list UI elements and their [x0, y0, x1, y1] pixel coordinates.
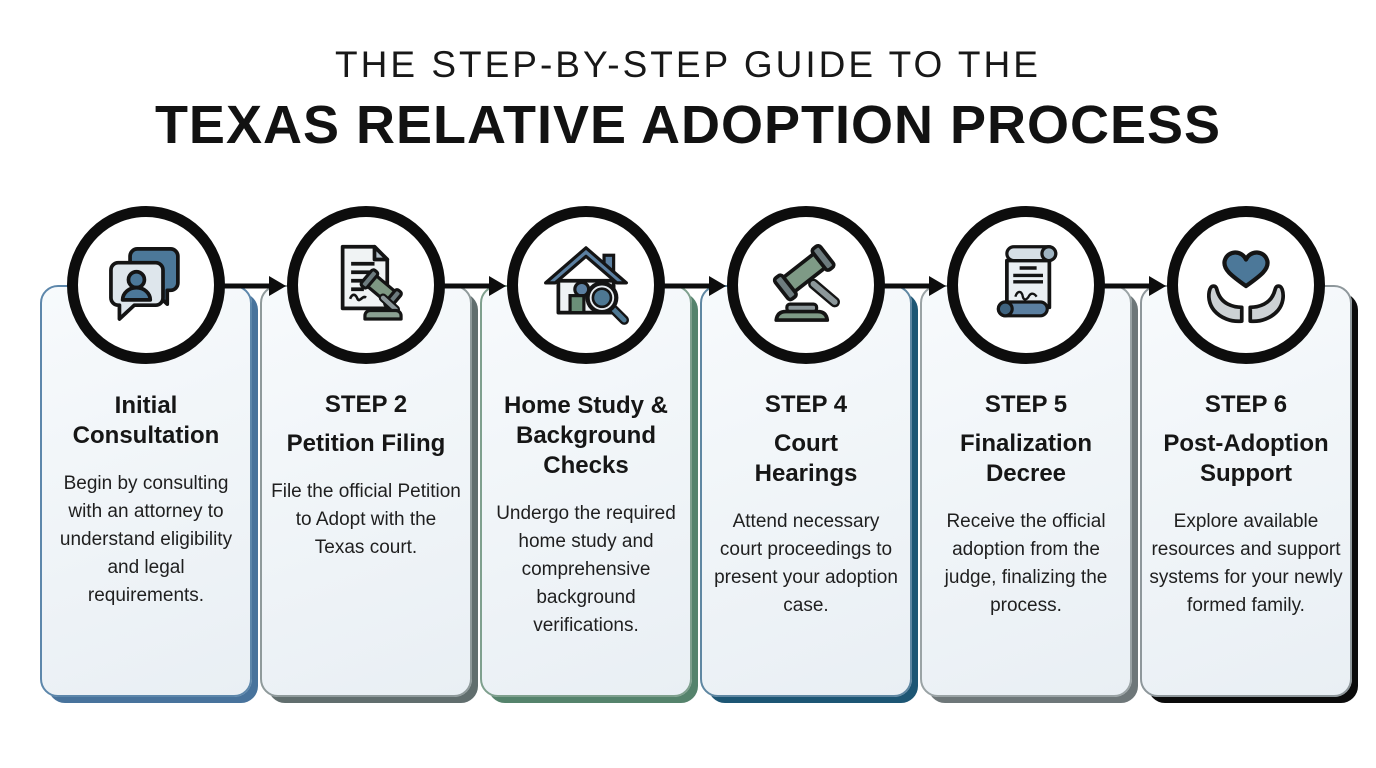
step-title: Initial Consultation [72, 392, 220, 449]
step-label: STEP 5 [984, 391, 1068, 418]
support-hands-heart-icon [1207, 250, 1285, 324]
title-kicker: THE STEP-BY-STEP GUIDE TO THE [335, 44, 1041, 85]
step-description: Explore available resources and support … [1149, 510, 1343, 616]
step-title: Home Study & Background Checks [503, 392, 668, 479]
step-description: Attend necessary court proceedings to pr… [714, 510, 898, 616]
step-title: Finalization Decree [960, 429, 1092, 487]
step-title: Post-Adoption Support [1163, 429, 1329, 487]
step-column-6: STEP 6 Post-Adoption Support Explore ava… [1140, 206, 1352, 697]
step-description: Undergo the required home study and comp… [496, 503, 676, 636]
consultation-chat-icon [109, 247, 180, 321]
step-3-card: Home Study & Background Checks Undergo t… [480, 285, 692, 697]
step-column-5: STEP 5 Finalization Decree Receive the o… [920, 206, 1166, 697]
step-column-3: Home Study & Background Checks Undergo t… [480, 206, 726, 697]
arrow-right-icon [663, 273, 727, 299]
arrow-right-icon [443, 273, 507, 299]
step-column-2: STEP 2 Petition Filing File the official… [260, 206, 506, 697]
step-label: STEP 6 [1204, 391, 1288, 418]
page-title: TEXAS RELATIVE ADOPTION PROCESS [154, 95, 1222, 155]
step-4-icon-circle [727, 206, 885, 364]
process-flow: Initial Consultation Begin by consulting… [40, 206, 1352, 697]
step-column-1: Initial Consultation Begin by consulting… [40, 206, 286, 697]
step-description: Begin by consulting with an attorney to … [59, 473, 233, 606]
infographic-header: THE STEP-BY-STEP GUIDE TO THE TEXAS RELA… [0, 0, 1376, 156]
arrow-right-icon [883, 273, 947, 299]
step-2-icon-circle [287, 206, 445, 364]
step-column-4: STEP 4 Court Hearings Attend necessary c… [700, 206, 946, 697]
petition-document-gavel-icon [340, 244, 403, 321]
step-label: STEP 4 [764, 391, 848, 418]
step-3-icon-circle [507, 206, 665, 364]
step-description: File the official Petition to Adopt with… [271, 480, 461, 558]
court-gavel-icon [772, 243, 840, 322]
step-title: Court Hearings [754, 429, 858, 487]
arrow-right-icon [223, 273, 287, 299]
step-label: STEP 2 [324, 391, 408, 418]
home-study-magnifier-icon [544, 246, 630, 325]
decree-scroll-icon [996, 245, 1058, 318]
step-description: Receive the official adoption from the j… [944, 510, 1108, 616]
step-1-icon-circle [67, 206, 225, 364]
step-title: Petition Filing [286, 429, 446, 457]
arrow-right-icon [1103, 273, 1167, 299]
step-5-icon-circle [947, 206, 1105, 364]
step-6-icon-circle [1167, 206, 1325, 364]
